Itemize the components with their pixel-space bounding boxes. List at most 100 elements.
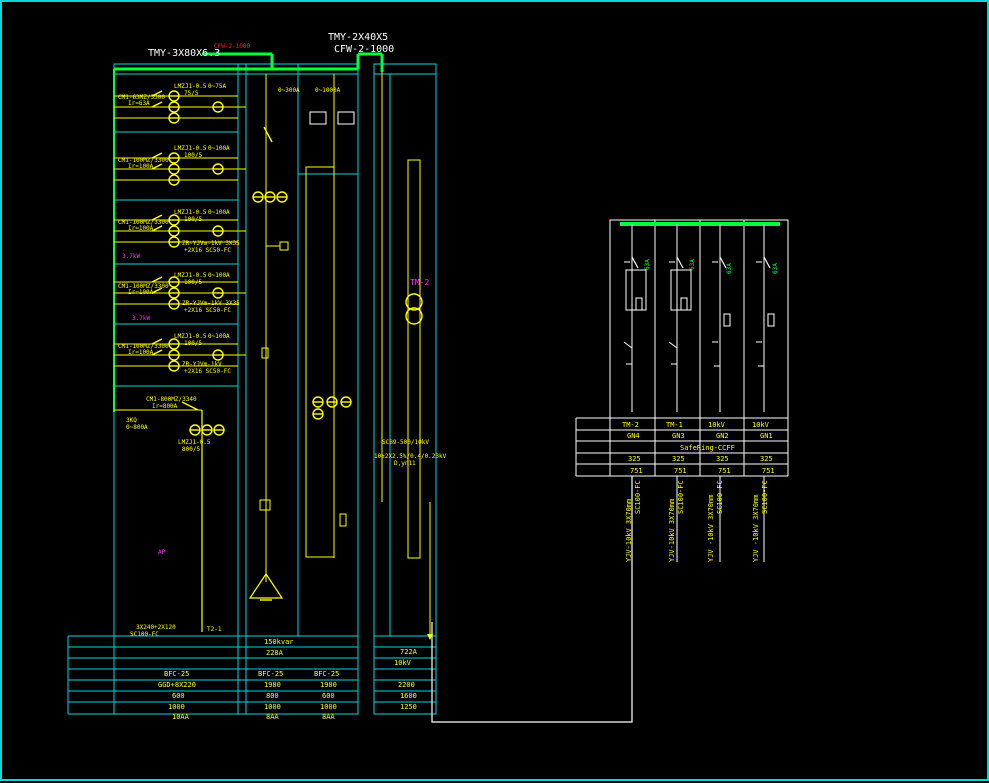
feeder-2-setting: Ir=100A [128, 163, 154, 170]
transformer-group: D,yn11 [394, 460, 416, 467]
fuse-symbol [339, 513, 347, 527]
feeder-5-setting: Ir=100A [128, 349, 154, 356]
feeder-4-range: 0~100A [208, 272, 230, 279]
transformer-label: TM-2 [410, 278, 429, 287]
load-switch-symbol [719, 256, 727, 269]
feeder-circuit [114, 338, 238, 372]
hv-table-cell: 325 [716, 455, 729, 463]
lv-switchgear [67, 63, 437, 715]
capacitor-circuit [248, 74, 289, 601]
fuse-symbol [723, 313, 731, 327]
hv-rmu-outline [609, 219, 789, 419]
incoming-breaker: CM1-800MZ/3340 [146, 396, 197, 403]
feeder-2-meter: LMZJ1-0.5 [174, 145, 207, 152]
hv-table-cell: 751 [718, 467, 731, 475]
feeder-3-cable: ZR-YJVm-1kV 3X35 [182, 240, 240, 247]
fuse-combination-box [670, 269, 692, 311]
feeder-circuit [114, 214, 238, 248]
arrow-head [427, 634, 433, 640]
feeder-5-cable: ZR-YJVm-1kV [182, 361, 222, 368]
earth-switch [623, 341, 633, 349]
hv-cable-1: YJV-10kV 3X70mm [625, 499, 633, 562]
tie-frame [305, 166, 335, 558]
breaker-symbol [151, 101, 163, 108]
transformer-symbol [381, 72, 433, 640]
hv-table-cell: SafeRing-CCFF [680, 444, 735, 452]
feeder-1-range: 0~75A [208, 83, 226, 90]
fuse-symbol [261, 347, 269, 359]
lv-table-cell: BFC-25 [314, 670, 339, 678]
feeder-5-ct: 100/5 [184, 340, 202, 347]
spare-label-1: 3.7kW [122, 253, 140, 260]
fuse-symbol [635, 297, 643, 311]
hv-data-table: TM-2 TM-1 10kV 10kV GN4 GN3 GN2 GN1 Safe… [622, 421, 775, 475]
lv-table-cell: 228A [266, 649, 284, 657]
capacitor-range: 0~300A [278, 87, 300, 94]
lv-table-cell: 600 [322, 692, 335, 700]
hv-table-cell: 10kV [708, 421, 726, 429]
hv-table-cell: 325 [760, 455, 773, 463]
feeder-circuit [114, 276, 238, 310]
breaker-symbol [151, 90, 163, 97]
tie-busbar-label: TMY-2X40X5 [328, 32, 388, 43]
lv-table-cell: BFC-25 [258, 670, 283, 678]
hv-fuse-label-4: 63A [772, 263, 779, 274]
breaker-symbol [151, 276, 163, 283]
hv-bay [712, 224, 731, 562]
hv-switch-bays [623, 224, 775, 562]
tie-busbar-type: CFW-2-1000 [334, 44, 394, 55]
spare-label-2: 3.7kW [132, 315, 150, 322]
hv-fuse-label-2: 63A [689, 259, 696, 270]
feeder-5-breaker: CM1-100MZ/3300 [118, 343, 169, 350]
bus-duct-type: CFW-2-1000 [214, 43, 251, 50]
hv-bay [756, 224, 775, 562]
tie-circuit [305, 74, 355, 558]
earth-switch [668, 341, 678, 349]
feeder-1-setting: Ir=63A [128, 100, 150, 107]
incoming-range: 0~800A [126, 424, 148, 431]
load-switch-symbol [763, 256, 771, 269]
feeder-2-ct: 100/5 [184, 152, 202, 159]
feeder-4-breaker: CM1-100MZ/3300 [118, 283, 169, 290]
hv-table-cell: TM-2 [622, 421, 639, 429]
lv-table-cell: 1980 [264, 681, 281, 689]
incoming-setting: Ir=800A [152, 403, 178, 410]
lv-table-cell: 1980 [320, 681, 337, 689]
feeder-2-range: 0~100A [208, 145, 230, 152]
hv-table-cell: 325 [672, 455, 685, 463]
feeder-3-setting: Ir=100A [128, 225, 154, 232]
lv-table-cell: 1000 [168, 703, 185, 711]
hv-table-cell: 751 [674, 467, 687, 475]
feeder-3-meter: LMZJ1-0.5 [174, 209, 207, 216]
hv-bay [623, 224, 647, 562]
incoming-circuit [114, 401, 225, 632]
hv-cable-tag-4: SC100-FC [761, 480, 769, 514]
feeder-5-range: 0~100A [208, 333, 230, 340]
capacitor-bank-symbol [248, 572, 284, 599]
breaker-symbol [151, 349, 163, 356]
transformer-ratio: 10±2X2.5%/0.4/0.23kV [374, 453, 447, 460]
feeder-3-range: 0~100A [208, 209, 230, 216]
lv-table-cell: 1250 [400, 703, 417, 711]
hv-table-cell: 751 [630, 467, 643, 475]
main-busbar [113, 52, 384, 412]
lv-table-cell: 1000 [320, 703, 337, 711]
hv-bay [668, 224, 692, 562]
contactor-box [259, 499, 271, 511]
hv-table-cell: GN2 [716, 432, 729, 440]
hv-table-cell: GN3 [672, 432, 685, 440]
feeder-1-ct: 75/5 [184, 90, 199, 97]
incoming-ct-ratio: 800/5 [182, 446, 200, 453]
feeder-circuit [114, 152, 238, 186]
feeder-1-meter: LMZJ1-0.5 [174, 83, 207, 90]
feeder-4-meter: LMZJ1-0.5 [174, 272, 207, 279]
breaker-symbol [151, 152, 163, 159]
hv-cable-tag-1: SC100-FC [634, 480, 642, 514]
relay-box [279, 241, 289, 251]
fuse-combination-box [625, 269, 647, 311]
breaker-symbol [181, 401, 199, 411]
feeder-1-breaker: CM1-63MZ/3300 [118, 94, 165, 101]
feeder-circuit [114, 90, 238, 124]
